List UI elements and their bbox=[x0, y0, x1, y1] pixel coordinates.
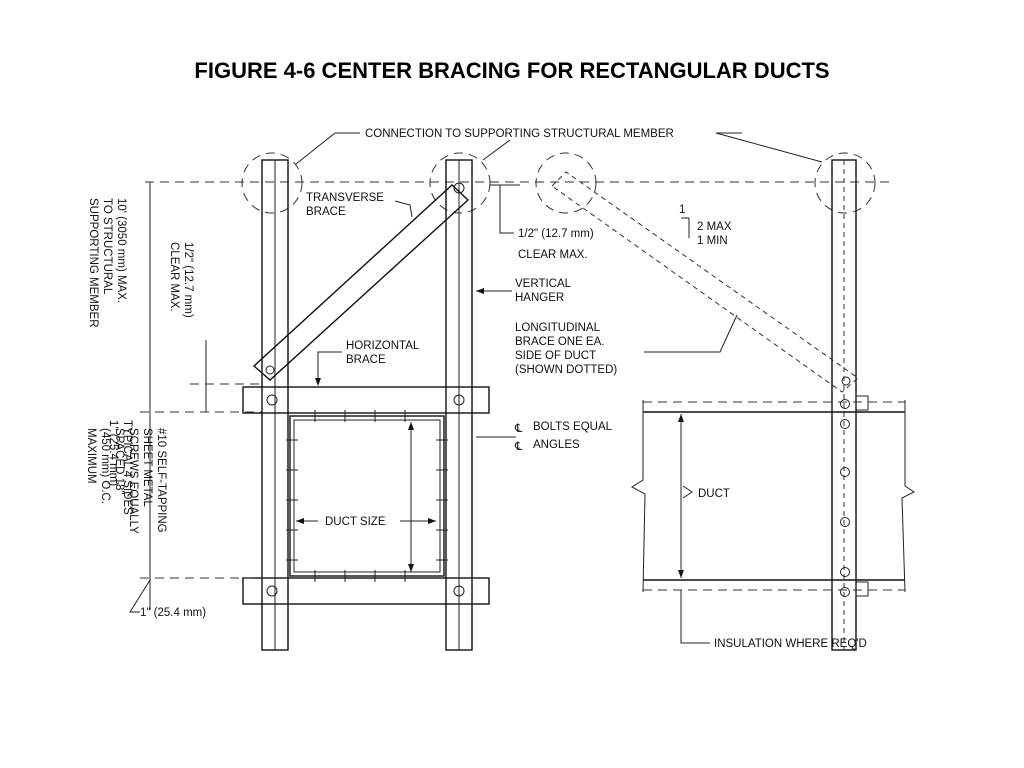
half-inch-leader bbox=[499, 185, 514, 234]
connection-leader-left bbox=[295, 132, 360, 165]
lower-horizontal-brace bbox=[242, 577, 490, 605]
angle-top bbox=[855, 395, 869, 411]
connection-circle-4 bbox=[814, 152, 876, 214]
label-screws-5: (450 mm) O.C. bbox=[99, 428, 111, 504]
connection-leader-mid bbox=[482, 139, 511, 161]
connection-circle-2 bbox=[429, 152, 491, 214]
label-longitudinal-1: LONGITUDINAL bbox=[515, 322, 601, 334]
hanger-bolt-2 bbox=[840, 419, 850, 429]
label-10ft-1: 10' (3050 mm) MAX. bbox=[115, 198, 127, 303]
bolt-lower-right bbox=[453, 585, 465, 597]
label-transverse-1: TRANSVERSE bbox=[306, 192, 384, 204]
label-longitudinal-4: (SHOWN DOTTED) bbox=[515, 364, 617, 376]
slope-bracket bbox=[681, 217, 690, 238]
right-duct-arrow-top bbox=[678, 414, 684, 422]
connection-leader-right bbox=[715, 132, 823, 163]
label-screws-group: #10 SELF-TAPPING SHEET METAL SCREWS EQUA… bbox=[85, 428, 167, 534]
duct-brace-mark bbox=[682, 485, 693, 499]
horizontal-leader-arrow bbox=[315, 378, 321, 386]
duct-break-right bbox=[901, 400, 915, 593]
duct-screws bbox=[286, 410, 448, 582]
upper-horizontal-brace bbox=[242, 386, 490, 414]
label-typical-1: TYPICAL 4 SIDES bbox=[121, 420, 133, 515]
hanger-bolt-6 bbox=[840, 587, 850, 597]
horizontal-leader bbox=[317, 351, 342, 383]
centerline-mark-2: ℄ bbox=[514, 441, 523, 453]
transverse-brace bbox=[252, 184, 470, 381]
figure-title: FIGURE 4-6 CENTER BRACING FOR RECTANGULA… bbox=[194, 58, 830, 83]
insulation-leader bbox=[680, 590, 710, 644]
label-bolts-2: ANGLES bbox=[533, 439, 580, 451]
label-duct: DUCT bbox=[698, 488, 730, 500]
brace-bolt-top bbox=[453, 182, 465, 194]
label-screws-4: SPACED 18" bbox=[113, 428, 125, 495]
label-one-inch: 1" (25.4 mm) bbox=[140, 607, 206, 619]
label-screws-3: SCREWS EQUALLY bbox=[127, 428, 139, 534]
label-longitudinal-3: SIDE OF DUCT bbox=[515, 350, 596, 362]
label-half-1: 1/2" (12.7 mm) bbox=[182, 242, 194, 318]
bolt-lower-left bbox=[266, 585, 278, 597]
label-transverse-2: BRACE bbox=[306, 206, 346, 218]
label-longitudinal-2: BRACE ONE EA. bbox=[515, 336, 604, 348]
duct-inner-wall bbox=[293, 419, 441, 573]
duct-height-arrow-top bbox=[408, 422, 414, 430]
label-10ft-2: TO STRUCTURAL bbox=[101, 198, 113, 295]
hanger-bolt-5 bbox=[840, 567, 850, 577]
label-vertical-2: HANGER bbox=[515, 292, 564, 304]
label-screws-1: #10 SELF-TAPPING bbox=[155, 428, 167, 533]
label-screws-2: SHEET METAL bbox=[141, 428, 153, 507]
bolt-upper-left bbox=[266, 394, 278, 406]
one-inch-leader bbox=[129, 579, 151, 613]
long-brace-bolt bbox=[841, 376, 851, 386]
label-insulation: INSULATION WHERE REQ'D bbox=[714, 638, 867, 650]
label-connection: CONNECTION TO SUPPORTING STRUCTURAL MEMB… bbox=[365, 128, 674, 140]
transverse-leader bbox=[394, 200, 413, 218]
angle-bottom bbox=[855, 581, 869, 597]
duct-height-arrow-bottom bbox=[408, 564, 414, 572]
duct-section bbox=[289, 415, 445, 577]
label-10ft-3: SUPPORTING MEMBER bbox=[87, 198, 99, 328]
vertical-leader-arrow bbox=[476, 288, 484, 294]
label-vertical-1: VERTICAL bbox=[515, 278, 572, 290]
label-bolts-1: BOLTS EQUAL bbox=[533, 421, 613, 433]
hanger-bolt-3 bbox=[840, 467, 850, 477]
connection-circle-1 bbox=[241, 152, 303, 214]
label-10ft-group: 10' (3050 mm) MAX. TO STRUCTURAL SUPPORT… bbox=[87, 198, 127, 328]
centerline-mark-1: ℄ bbox=[514, 423, 523, 435]
label-half-inch-2: CLEAR MAX. bbox=[518, 249, 588, 261]
label-slope-1: 1 bbox=[679, 204, 685, 216]
label-screws-6: MAXIMUM bbox=[85, 428, 97, 484]
duct-size-arrow-right bbox=[428, 518, 436, 524]
hanger-bolt-1 bbox=[840, 399, 850, 409]
duct-size-arrow-left bbox=[296, 518, 304, 524]
brace-bolt-bottom bbox=[265, 365, 275, 375]
bolt-upper-right bbox=[453, 394, 465, 406]
label-slope-2: 2 MAX bbox=[697, 221, 732, 233]
longitudinal-brace bbox=[551, 171, 859, 393]
label-typical-group: TYPICAL 4 SIDES 1" (25.4 mm) bbox=[107, 420, 133, 515]
label-half-inch-1: 1/2" (12.7 mm) bbox=[518, 228, 594, 240]
hanger-bolt-4 bbox=[840, 517, 850, 527]
connection-circle-3 bbox=[535, 152, 597, 214]
right-duct-arrow-bottom bbox=[678, 570, 684, 578]
label-horizontal-2: BRACE bbox=[346, 354, 386, 366]
label-typical-2: 1" (25.4 mm) bbox=[107, 420, 119, 486]
duct-size-label: DUCT SIZE bbox=[325, 516, 386, 528]
label-horizontal-1: HORIZONTAL bbox=[346, 340, 420, 352]
longitudinal-leader bbox=[644, 314, 738, 353]
label-half-group: 1/2" (12.7 mm) CLEAR MAX. bbox=[168, 242, 194, 318]
duct-break-left bbox=[631, 400, 646, 593]
label-half-2: CLEAR MAX. bbox=[168, 242, 180, 312]
label-slope-3: 1 MIN bbox=[697, 235, 728, 247]
